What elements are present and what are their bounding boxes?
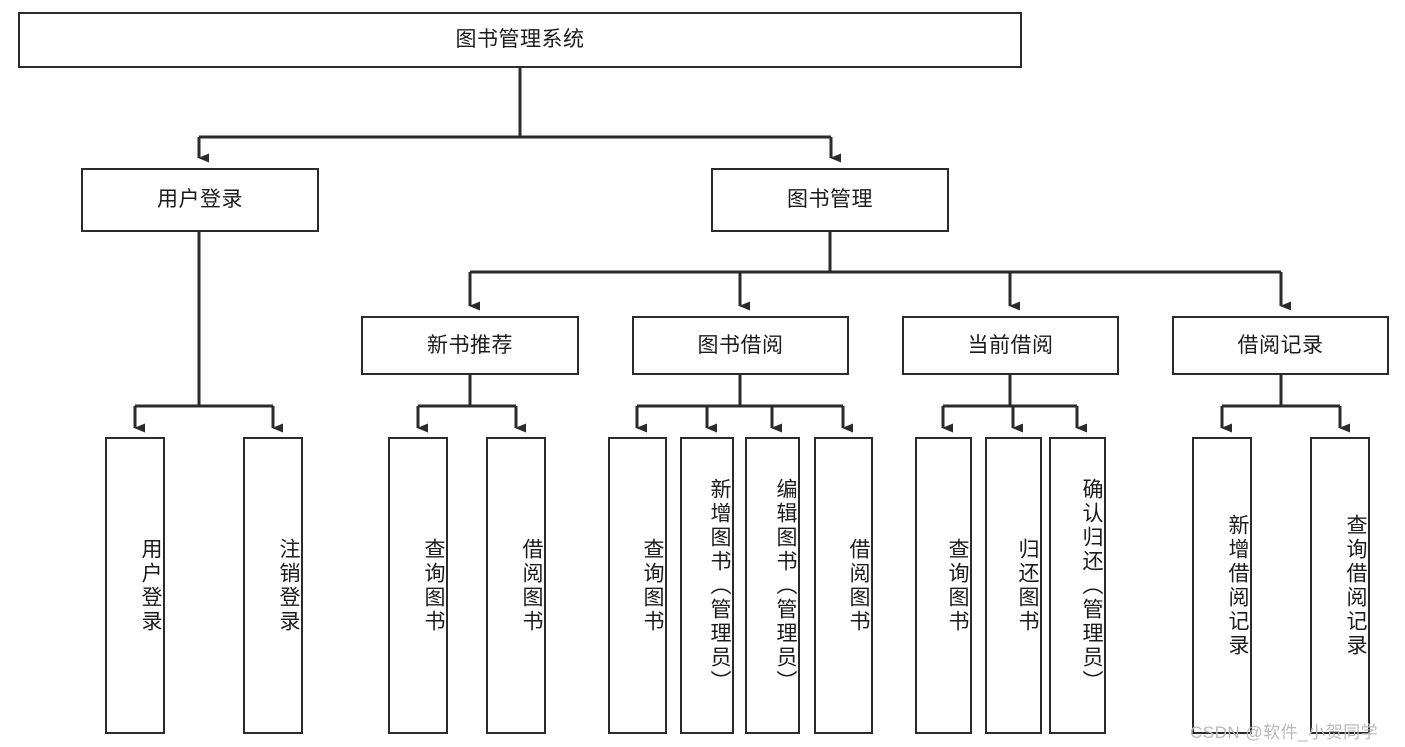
node-leaf-return-book-label: 归还图书 [1016,537,1039,634]
node-book-borrow-label: 图书借阅 [697,333,784,357]
edge-borrowrecord-to-leaves [1220,375,1350,433]
edge-bookmanage-to-level3 [468,232,1291,311]
csdn-watermark: CSDN @软件_小贺同学 [1190,723,1379,742]
edge-currentborrow-to-leaves [941,375,1087,433]
node-book-borrow[interactable]: 图书借阅 [632,316,849,375]
node-leaf-user-logout[interactable]: 注销登录 [243,437,303,734]
node-leaf-add-borrow-record[interactable]: 新增借阅记录 [1192,437,1252,734]
node-leaf-borrow-book[interactable]: 借阅图书 [814,437,873,734]
node-current-borrow-label: 当前借阅 [967,333,1054,357]
node-leaf-query-borrow-record[interactable]: 查询借阅记录 [1310,437,1370,734]
node-leaf-query-book-recommend-label: 查询图书 [422,537,445,634]
node-leaf-query-book-borrow-label: 查询图书 [641,537,664,634]
node-leaf-query-book-current-label: 查询图书 [946,537,969,634]
node-leaf-edit-book-admin-label: 编辑图书（管理员） [774,477,797,694]
node-leaf-query-book-recommend[interactable]: 查询图书 [388,437,448,734]
edge-bookborrow-to-leaves [635,375,853,433]
node-user-login-group[interactable]: 用户登录 [81,168,319,232]
node-leaf-user-logout-label: 注销登录 [277,537,300,634]
node-leaf-query-book-borrow[interactable]: 查询图书 [608,437,667,734]
node-leaf-user-login[interactable]: 用户登录 [105,437,165,734]
node-leaf-borrow-book-label: 借阅图书 [847,537,870,634]
node-root[interactable]: 图书管理系统 [18,12,1022,68]
node-new-book-recommend[interactable]: 新书推荐 [361,316,579,375]
node-book-manage-group-label: 图书管理 [787,188,873,212]
node-leaf-confirm-return-admin-label: 确认归还（管理员） [1080,477,1103,694]
node-borrow-record[interactable]: 借阅记录 [1172,316,1389,375]
node-leaf-query-borrow-record-label: 查询借阅记录 [1344,513,1367,658]
node-borrow-record-label: 借阅记录 [1237,333,1324,357]
edge-root-to-level2 [197,68,841,163]
node-leaf-confirm-return-admin[interactable]: 确认归还（管理员） [1049,437,1106,734]
node-current-borrow[interactable]: 当前借阅 [902,316,1119,375]
node-leaf-user-login-label: 用户登录 [139,537,162,634]
node-book-manage-group[interactable]: 图书管理 [711,168,949,232]
edge-newbook-to-leaves [416,375,526,433]
node-root-label: 图书管理系统 [455,28,585,52]
node-leaf-borrow-book-recommend[interactable]: 借阅图书 [486,437,546,734]
node-leaf-edit-book-admin[interactable]: 编辑图书（管理员） [745,437,800,734]
node-new-book-recommend-label: 新书推荐 [427,333,513,357]
node-leaf-add-borrow-record-label: 新增借阅记录 [1226,513,1249,658]
node-leaf-borrow-book-recommend-label: 借阅图书 [520,537,543,634]
node-leaf-query-book-current[interactable]: 查询图书 [915,437,972,734]
node-user-login-group-label: 用户登录 [157,188,243,212]
edge-userlogin-to-leaves [133,232,283,433]
node-leaf-add-book-admin[interactable]: 新增图书（管理员） [680,437,734,734]
node-leaf-add-book-admin-label: 新增图书（管理员） [708,477,731,694]
node-leaf-return-book[interactable]: 归还图书 [985,437,1042,734]
